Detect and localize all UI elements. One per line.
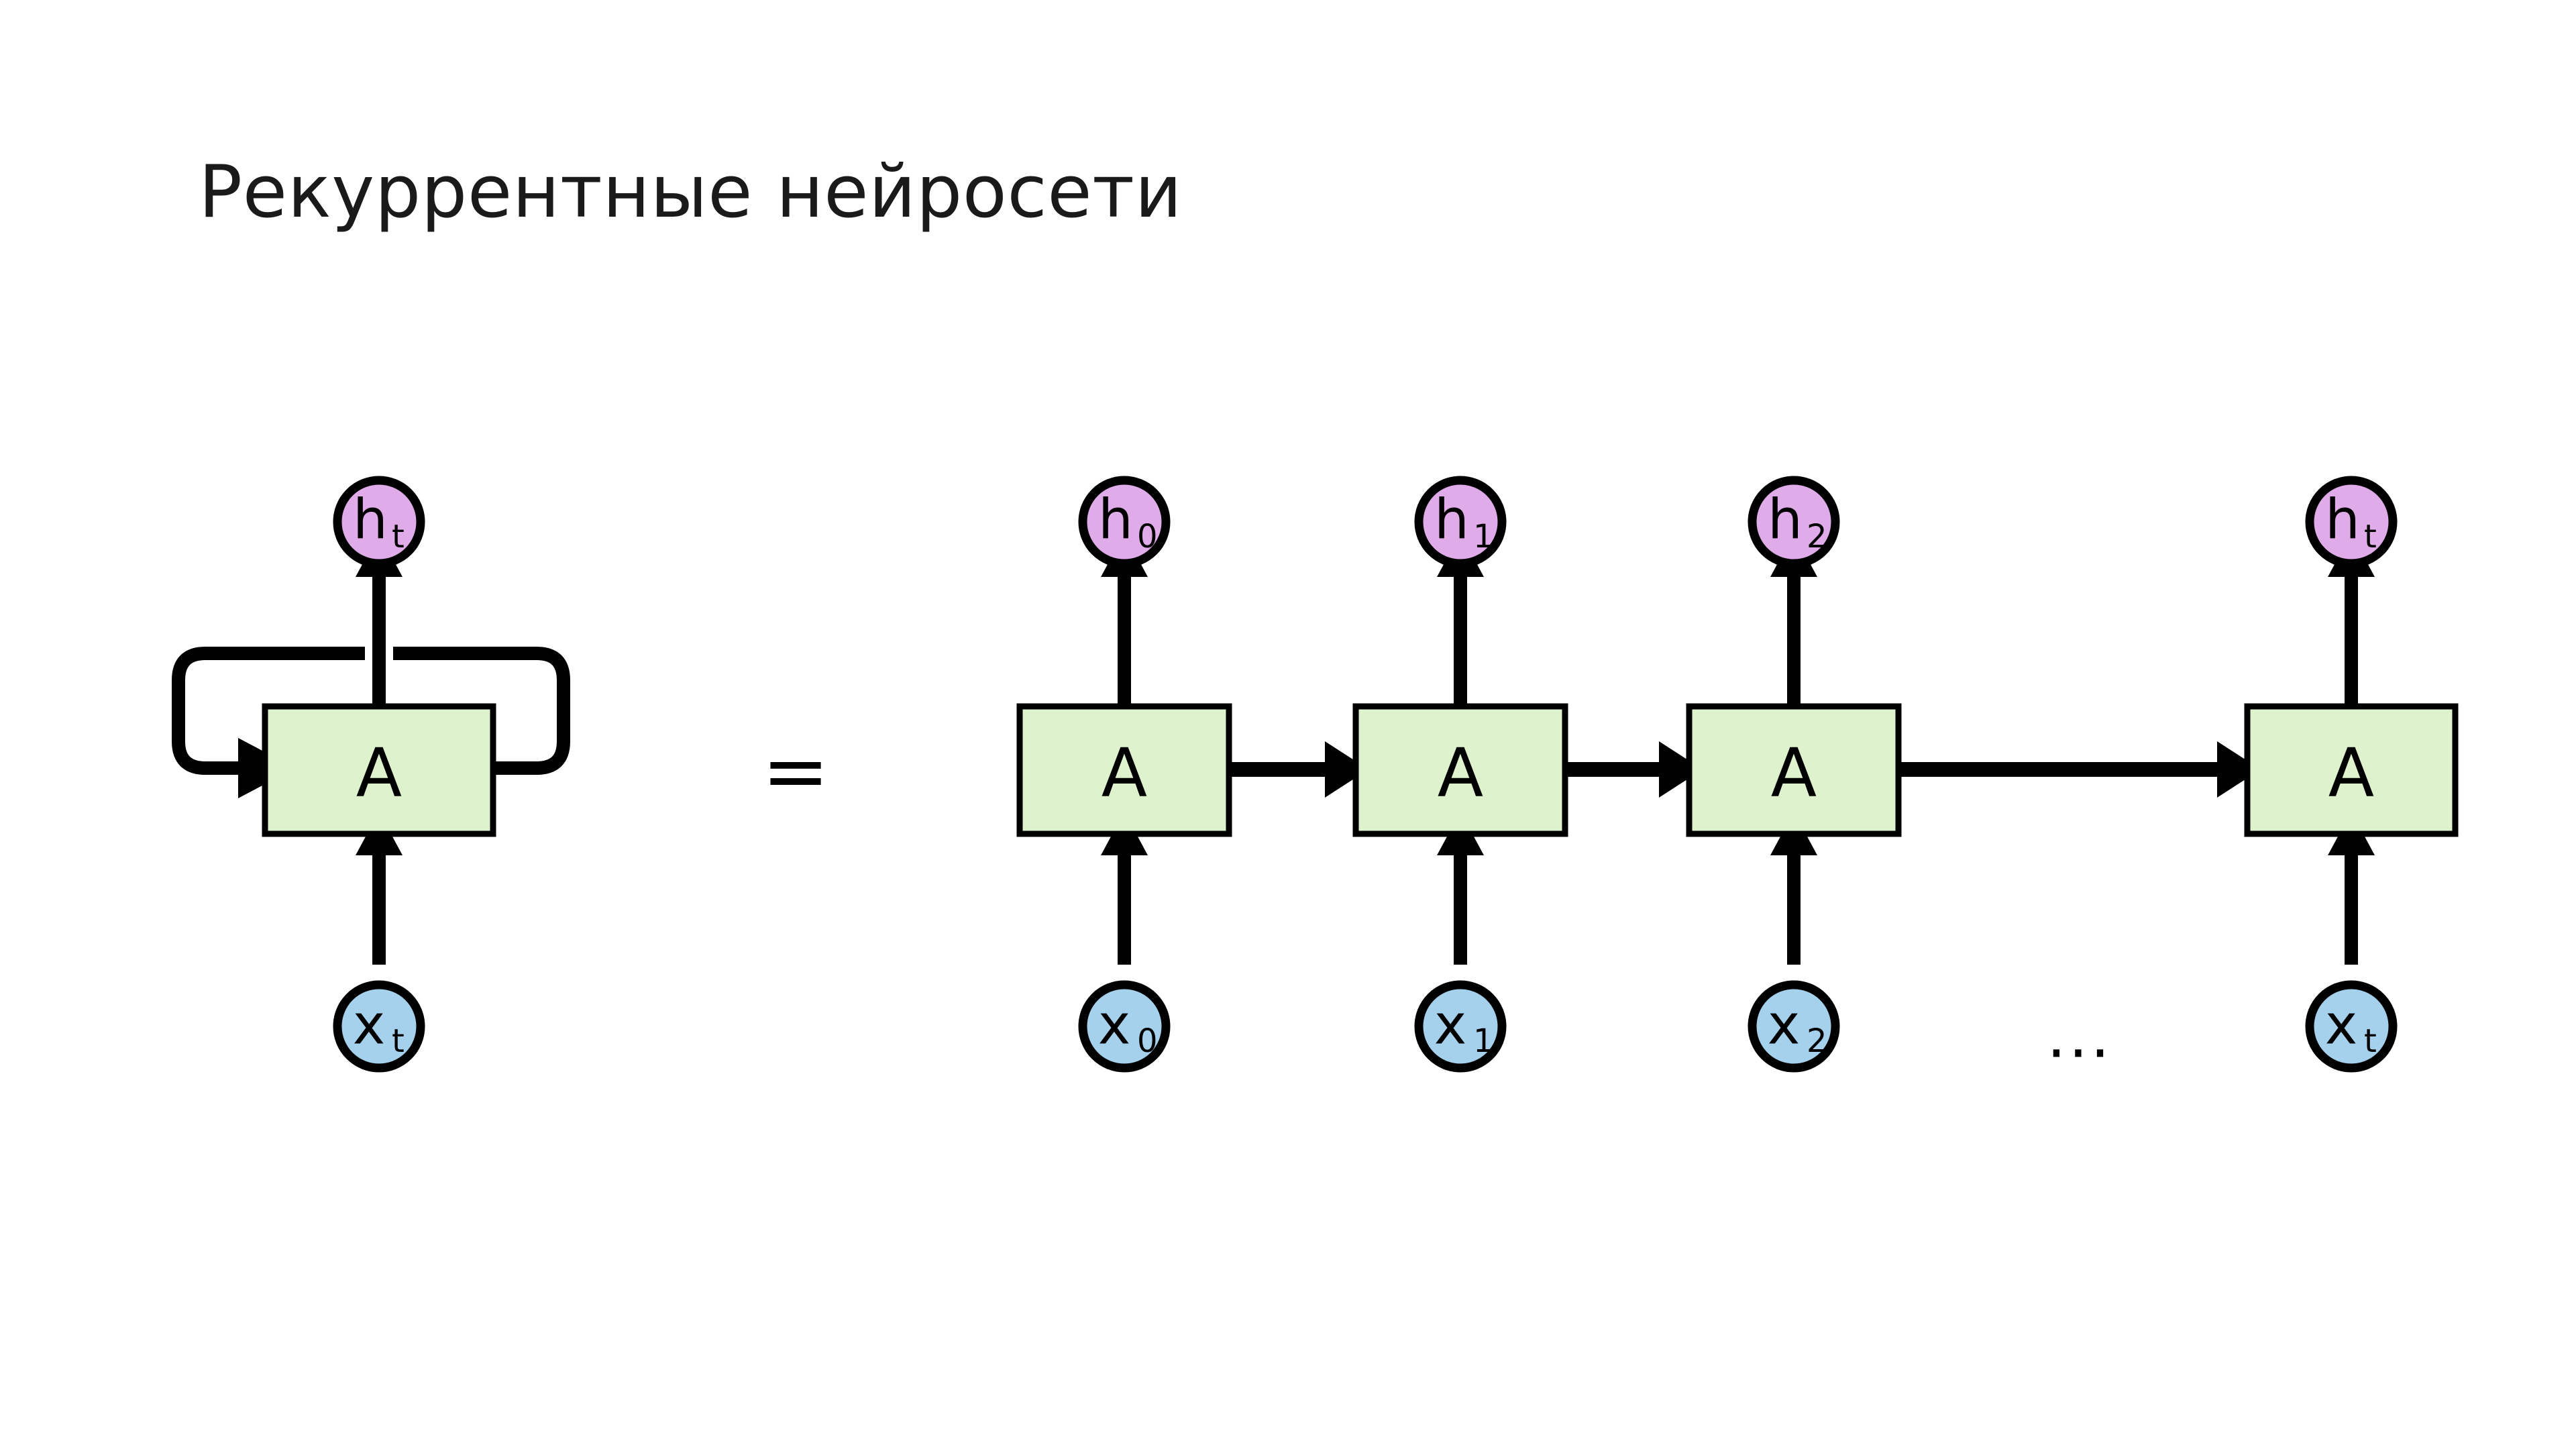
cell-a-2[interactable]: A: [1686, 703, 1902, 837]
unrolled-step-1: A h 1 x 1: [1352, 476, 1568, 1073]
output-node-t[interactable]: h t: [2305, 476, 2398, 568]
cell-label-t: A: [2328, 734, 2374, 812]
state-arrow-0-1: [1229, 741, 1368, 798]
output-node-0[interactable]: h 0: [1078, 476, 1171, 568]
unrolled-rnn-group: A h 0 x 0: [1016, 476, 2459, 1073]
input-node-0[interactable]: x 0: [1078, 980, 1171, 1073]
unrolled-step-t: A h t x t: [2244, 476, 2459, 1073]
output-node-2[interactable]: h 2: [1748, 476, 1840, 568]
folded-cell-a[interactable]: A: [262, 703, 496, 837]
state-arrow-2-3: [1898, 741, 2261, 798]
output-base-1: h: [1434, 488, 1469, 552]
sequence-ellipsis: ...: [2047, 1002, 2112, 1072]
unrolled-step-0: A h 0 x 0: [1016, 476, 1232, 1073]
unrolled-step-2: A h 2 x 2: [1686, 476, 1902, 1073]
input-node-2[interactable]: x 2: [1748, 980, 1840, 1073]
input-sub-1: 1: [1473, 1022, 1494, 1060]
input-sub-2: 2: [1807, 1022, 1827, 1060]
folded-input-base: x: [353, 994, 386, 1057]
input-sub-0: 0: [1137, 1022, 1158, 1060]
page-title: Рекуррентные нейросети: [199, 150, 1183, 234]
input-node-t[interactable]: x t: [2305, 980, 2398, 1073]
folded-input-sub: t: [392, 1022, 405, 1060]
folded-output-base: h: [353, 488, 388, 552]
cell-a-0[interactable]: A: [1016, 703, 1232, 837]
cell-a-1[interactable]: A: [1352, 703, 1568, 837]
output-base-t: h: [2325, 488, 2360, 552]
input-base-2: x: [1768, 994, 1801, 1057]
folded-output-sub: t: [392, 518, 405, 555]
cell-label-2: A: [1771, 734, 1817, 812]
state-arrow-1-2: [1565, 741, 1703, 798]
output-sub-1: 1: [1473, 518, 1494, 555]
output-sub-0: 0: [1137, 518, 1158, 555]
input-base-t: x: [2325, 994, 2358, 1057]
output-node-1[interactable]: h 1: [1414, 476, 1507, 568]
cell-label-0: A: [1102, 734, 1147, 812]
folded-cell-label: A: [356, 734, 402, 812]
output-base-0: h: [1098, 488, 1133, 552]
output-sub-2: 2: [1807, 518, 1827, 555]
input-base-0: x: [1098, 994, 1131, 1057]
input-base-1: x: [1434, 994, 1467, 1057]
input-sub-t: t: [2364, 1022, 2377, 1060]
folded-rnn-group: A h t x t: [172, 476, 570, 1073]
folded-input-node[interactable]: x t: [333, 980, 425, 1073]
input-node-1[interactable]: x 1: [1414, 980, 1507, 1073]
folded-output-node[interactable]: h t: [333, 476, 425, 568]
cell-label-1: A: [1438, 734, 1483, 812]
cell-a-t[interactable]: A: [2244, 703, 2459, 837]
output-base-2: h: [1768, 488, 1803, 552]
equals-sign: =: [762, 725, 830, 818]
output-sub-t: t: [2364, 518, 2377, 555]
